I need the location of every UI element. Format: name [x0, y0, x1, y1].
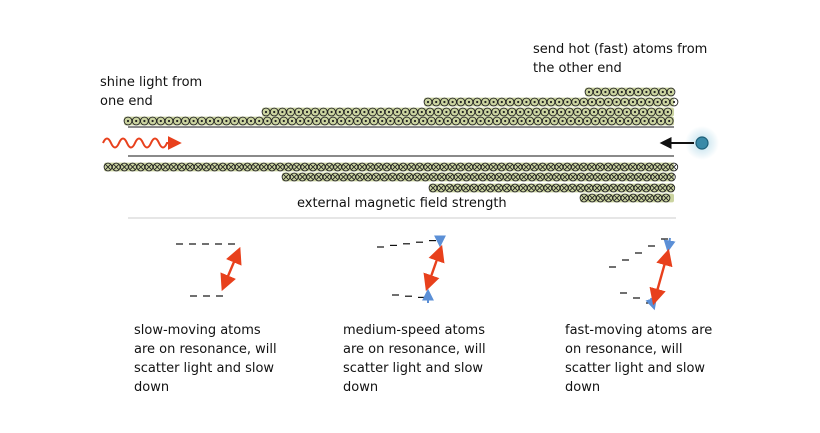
send-atoms-label: send hot (fast) atoms from the other end: [533, 42, 708, 76]
panel-caption-medium: medium-speed atoms are on resonance, wil…: [343, 323, 486, 395]
energy-level-panels: [176, 235, 676, 311]
coil-layer: [262, 107, 674, 117]
transition-arrow: [649, 248, 673, 306]
coil-windings-top: [123, 87, 679, 126]
level-panel-medium: [377, 235, 446, 303]
hot-atom-icon: [685, 126, 719, 160]
coil-cross-winding: [666, 183, 676, 193]
zeeman-shift-arrow: [663, 237, 676, 253]
shine-light-label: shine light from one end: [100, 75, 203, 109]
coil-cross-winding: [661, 193, 671, 203]
coil-cross-winding: [669, 162, 679, 172]
level-panel-fast: [609, 237, 676, 311]
panel-caption-slow: slow-moving atoms are on resonance, will…: [134, 323, 277, 395]
transition-arrow: [423, 244, 445, 292]
coil-cross-winding: [667, 172, 676, 182]
level-panel-slow: [176, 243, 242, 297]
coil-dot-winding: [666, 87, 676, 97]
coil-dot-winding: [664, 116, 674, 126]
transition-arrow: [220, 246, 242, 292]
coil-dot-winding: [663, 107, 673, 117]
coil-layer: [104, 162, 675, 172]
laser-wave-icon: [102, 136, 182, 150]
field-axis-label: external magnetic field strength: [297, 196, 507, 211]
panel-caption-fast: fast-moving atoms are on resonance, will…: [565, 323, 713, 395]
coil-windings-bottom: [103, 162, 679, 203]
coil-dot-winding: [669, 97, 679, 107]
